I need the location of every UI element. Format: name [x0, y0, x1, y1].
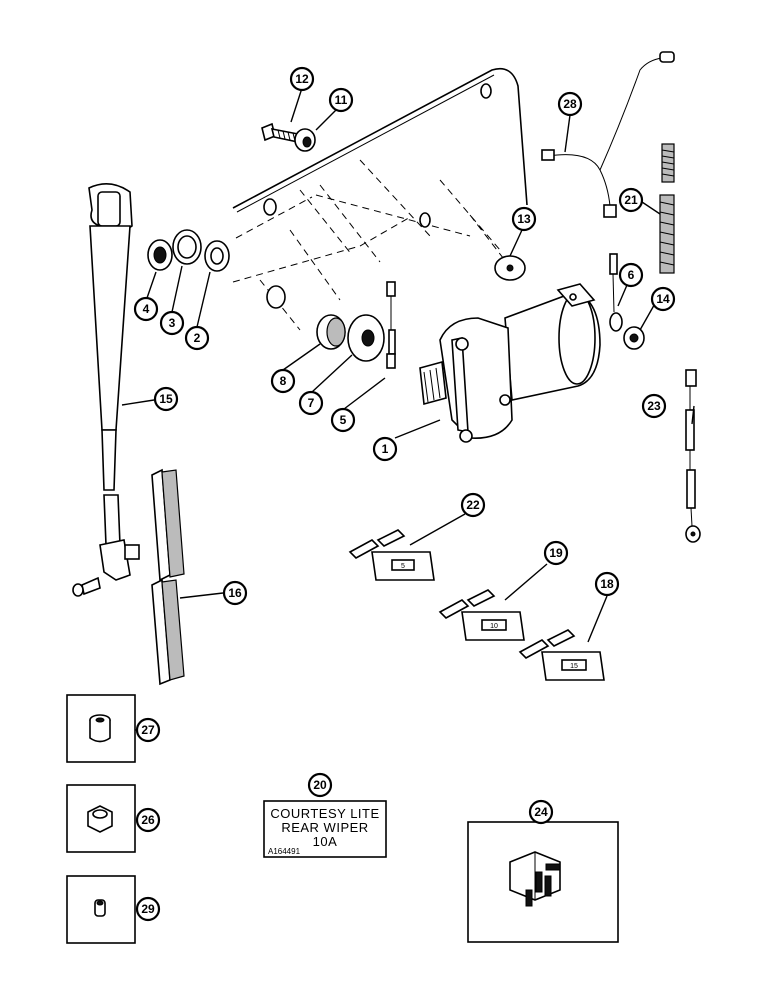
callout-12: 12 [289, 66, 315, 92]
callout-23: 23 [641, 393, 667, 419]
callout-11: 11 [328, 87, 354, 113]
decal-code: A164491 [268, 847, 301, 856]
fuse-18-rating: 15 [570, 663, 578, 670]
callout-1-label: 1 [382, 442, 389, 456]
callout-14-label: 14 [656, 292, 670, 306]
callout-15-label: 15 [159, 392, 173, 406]
callout-14: 14 [650, 286, 676, 312]
fuse-19-rating: 10 [490, 623, 498, 630]
callout-13: 13 [511, 206, 537, 232]
decal-part-20: COURTESY LITE REAR WIPER 10A A164491 [263, 800, 387, 858]
fuse-part-22: 5 [348, 529, 435, 581]
wire-terminal-part-5 [386, 281, 396, 369]
callout-29: 29 [135, 896, 161, 922]
wiper-blade-part-16 [151, 468, 185, 686]
rear-window-glass [232, 67, 528, 331]
callout-19: 19 [543, 540, 569, 566]
callout-21: 21 [618, 187, 644, 213]
nut-part-14 [623, 326, 645, 350]
callout-18-label: 18 [600, 577, 614, 591]
callout-22-label: 22 [466, 498, 480, 512]
callout-23-label: 23 [647, 399, 661, 413]
callout-19-label: 19 [549, 546, 563, 560]
callout-7: 7 [298, 390, 324, 416]
callout-16: 16 [222, 580, 248, 606]
inset-box-29 [66, 875, 136, 944]
callout-6-label: 6 [628, 268, 635, 282]
wire-harness-part-28 [541, 51, 675, 218]
callout-2-label: 2 [194, 331, 201, 345]
leader-lines [121, 87, 695, 824]
inset-box-27 [66, 694, 136, 763]
callout-13-label: 13 [517, 212, 531, 226]
nut-part-4 [147, 239, 173, 271]
callout-22: 22 [460, 492, 486, 518]
decal-line-3: 10A [313, 834, 338, 849]
callout-7-label: 7 [308, 396, 315, 410]
screw-part-12 [261, 122, 299, 143]
callout-16-label: 16 [228, 586, 242, 600]
callout-20-label: 20 [313, 778, 327, 792]
callout-6: 6 [618, 262, 644, 288]
callout-3: 3 [159, 310, 185, 336]
callout-26: 26 [135, 807, 161, 833]
callout-8: 8 [270, 368, 296, 394]
wiper-blade-link [72, 494, 140, 597]
callout-28-label: 28 [563, 97, 577, 111]
callout-4: 4 [133, 296, 159, 322]
spring-part-21 [659, 143, 675, 274]
callout-1: 1 [372, 436, 398, 462]
callout-27-label: 27 [141, 723, 155, 737]
callout-8-label: 8 [280, 374, 287, 388]
callout-4-label: 4 [143, 302, 150, 316]
callout-24: 24 [528, 799, 554, 825]
washer-part-2 [204, 240, 230, 272]
callout-24-label: 24 [534, 805, 548, 819]
callout-2: 2 [184, 325, 210, 351]
callout-5: 5 [330, 407, 356, 433]
callout-26-label: 26 [141, 813, 155, 827]
inset-box-24 [467, 821, 619, 943]
callout-5-label: 5 [340, 413, 347, 427]
callout-21-label: 21 [624, 193, 638, 207]
fuse-part-19: 10 [438, 589, 525, 641]
fuse-22-rating: 5 [401, 563, 405, 570]
decal-line-2: REAR WIPER [281, 820, 368, 835]
fuse-holder-part-23 [685, 369, 701, 543]
wiper-motor-part-1 [419, 283, 601, 443]
callout-12-label: 12 [295, 72, 309, 86]
callout-27: 27 [135, 717, 161, 743]
wiper-arm-part-15 [88, 183, 133, 491]
nut-part-11 [294, 128, 316, 152]
callout-28: 28 [557, 91, 583, 117]
fuse-part-18: 15 [518, 629, 605, 681]
callout-15: 15 [153, 386, 179, 412]
callout-18: 18 [594, 571, 620, 597]
washer-part-7 [347, 314, 385, 362]
washer-part-3 [172, 229, 202, 265]
pad-part-13 [494, 255, 526, 281]
callout-20: 20 [307, 772, 333, 798]
callout-11-label: 11 [335, 93, 348, 107]
grommet-part-8 [316, 314, 346, 350]
inset-box-26 [66, 784, 136, 853]
ground-wire-part-6 [609, 253, 623, 332]
decal-line-1: COURTESY LITE [270, 806, 379, 821]
callout-3-label: 3 [169, 316, 176, 330]
callout-29-label: 29 [141, 902, 155, 916]
